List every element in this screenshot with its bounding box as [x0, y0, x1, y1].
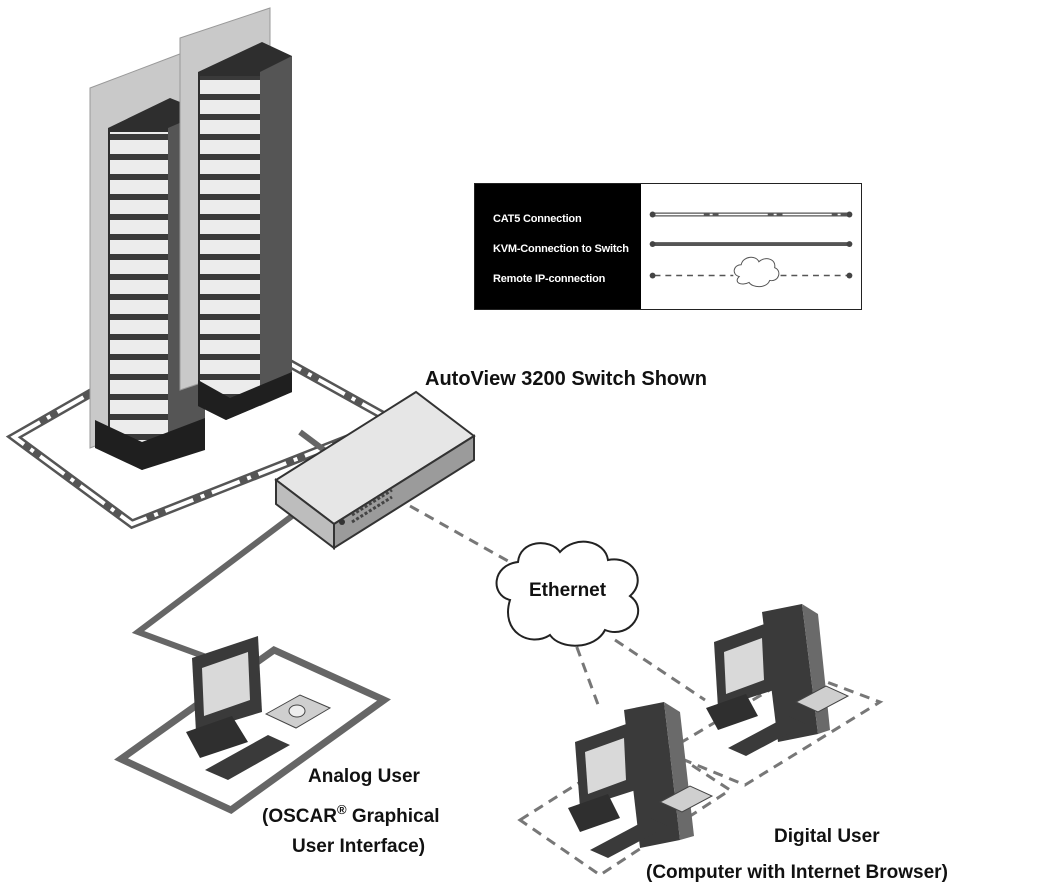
- legend-line-cat5: [649, 211, 853, 218]
- legend-label-cat5: CAT5 Connection: [493, 213, 582, 225]
- digital-user-title: Digital User: [774, 826, 880, 847]
- ethernet-label: Ethernet: [529, 580, 607, 601]
- digital-user-subtitle: (Computer with Internet Browser): [646, 862, 948, 883]
- legend-line-remote-ip: [649, 256, 853, 288]
- ethernet-cloud: [495, 540, 640, 647]
- digital-user-platform-2: [661, 670, 884, 787]
- analog-user-subtitle-2: User Interface): [292, 836, 426, 857]
- switch-label: AutoView 3200 Switch Shown: [425, 368, 707, 390]
- remote-ip-lines: [409, 504, 706, 711]
- autoview-switch: [274, 390, 476, 551]
- legend-key-panel: CAT5 Connection KVM-Connection to Switch…: [475, 184, 641, 309]
- registered-mark: ®: [336, 802, 347, 817]
- legend-line-kvm: [649, 241, 853, 247]
- legend-label-remote-ip: Remote IP-connection: [493, 273, 606, 285]
- analog-user-computer: [186, 636, 332, 780]
- digital-user-computer-1: [568, 702, 714, 858]
- legend-line-samples: [649, 211, 853, 288]
- analog-user-title: Analog User: [308, 766, 420, 787]
- digital-user-computer-2: [706, 604, 850, 756]
- legend: CAT5 Connection KVM-Connection to Switch…: [474, 183, 862, 310]
- analog-user-subtitle: (OSCAR® Graphical: [262, 802, 440, 827]
- legend-label-kvm: KVM-Connection to Switch: [493, 243, 629, 255]
- server-rack-right: [179, 7, 292, 420]
